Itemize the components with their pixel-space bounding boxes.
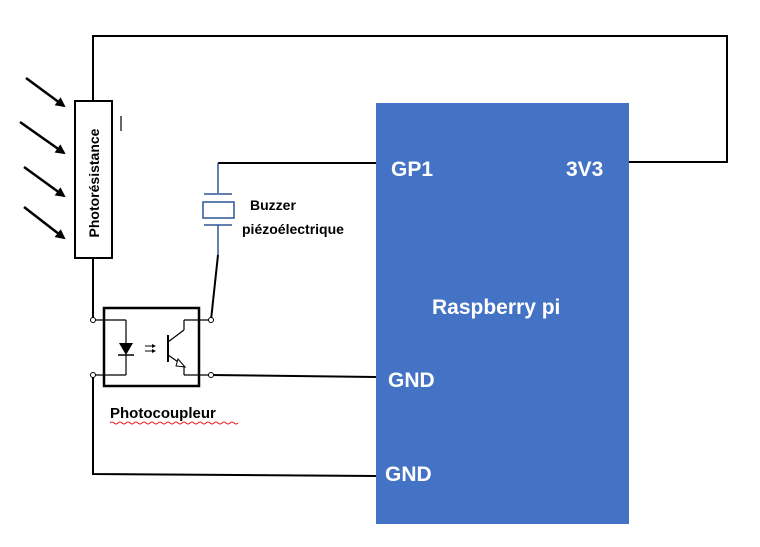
wire-3v3 [92, 35, 728, 163]
led-diode-icon [118, 320, 156, 375]
pin-gnd2-label: GND [385, 463, 432, 486]
pin-3v3-label: 3V3 [566, 158, 603, 181]
photoresistor-label: Photorésistance [86, 128, 102, 237]
wires [92, 35, 728, 477]
photocoupler [90, 306, 214, 388]
arrow-ray-icon [25, 76, 66, 108]
pin-gp1-label: GP1 [391, 158, 433, 181]
buzzer-label-line2: piézoélectrique [242, 221, 344, 237]
raspberry-pi-board [376, 103, 629, 524]
piezo-buzzer-icon [202, 163, 235, 255]
arrow-ray-icon [23, 165, 66, 198]
wire-gnd2 [92, 375, 377, 477]
photoresistor [74, 100, 113, 259]
phototransistor-icon [167, 319, 211, 376]
board-name-label: Raspberry pi [432, 296, 560, 319]
wire-buzzer-bottom [210, 254, 219, 321]
photocoupler-label: Photocoupleur [110, 405, 216, 422]
buzzer-label-line1: Buzzer [250, 197, 296, 213]
arrow-ray-icon [23, 206, 66, 240]
wire-gnd1 [210, 374, 377, 378]
arrow-ray-icon [19, 120, 66, 155]
spellcheck-underline [109, 421, 239, 425]
light-rays [19, 76, 66, 240]
pin-gnd1-label: GND [388, 369, 435, 392]
